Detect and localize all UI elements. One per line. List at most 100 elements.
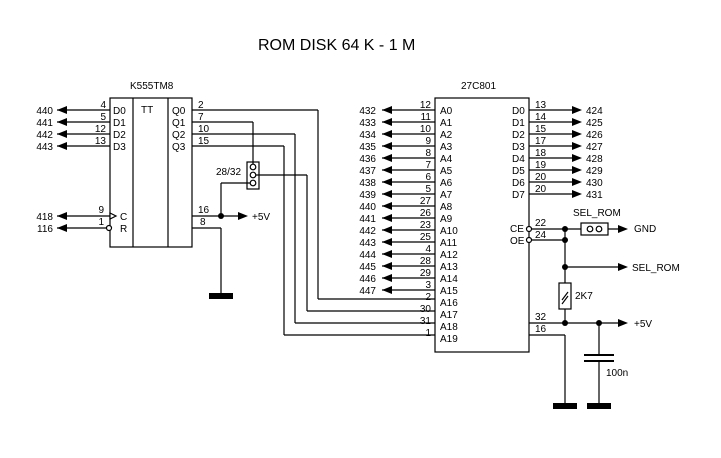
pin-number: 1: [425, 328, 431, 339]
pin-number: 20: [535, 172, 547, 183]
pin-number: 1: [98, 217, 104, 228]
vcc-label: +5V: [634, 319, 652, 330]
ic2-body: [434, 97, 530, 353]
jumper-28-32: 28/32: [216, 161, 260, 190]
arrow-icon: [382, 190, 392, 198]
net-label: 446: [359, 274, 376, 285]
pin-number: 6: [425, 172, 431, 183]
net-label: 443: [359, 238, 376, 249]
net-label: 440: [359, 202, 376, 213]
pin-label: Q2: [172, 130, 186, 141]
pin-label: A18: [440, 322, 458, 333]
pin-label: A0: [440, 106, 453, 117]
arrow-icon: [382, 286, 392, 294]
net-label: 440: [36, 106, 53, 117]
arrow-icon: [382, 250, 392, 258]
pin-number: 19: [535, 160, 547, 171]
resistor-label: 2K7: [575, 291, 593, 302]
arrow-icon: [618, 319, 628, 327]
net-label: 426: [586, 130, 603, 141]
arrow-icon: [572, 106, 582, 114]
pin-number: 5: [100, 112, 106, 123]
jumper-pin-3: [249, 179, 257, 187]
net-label: 437: [359, 166, 376, 177]
net-label: 432: [359, 106, 376, 117]
pin-number: 20: [535, 184, 547, 195]
pin-label: D4: [512, 154, 525, 165]
arrow-icon: [382, 238, 392, 246]
pin-number: 14: [535, 112, 547, 123]
jumper-pin-2: [249, 171, 257, 179]
arrow-icon: [57, 212, 67, 220]
pin-number: 16: [198, 205, 210, 216]
pin-number: 12: [95, 124, 107, 135]
arrow-icon: [572, 154, 582, 162]
pin-number: 11: [421, 112, 432, 123]
pin-number: 28: [420, 256, 432, 267]
pin-number: 16: [535, 324, 547, 335]
pin-number: 27: [420, 196, 432, 207]
sel-rom-switch: [580, 222, 609, 236]
arrow-icon: [57, 118, 67, 126]
pin-label: A8: [440, 202, 453, 213]
ce-label: CE: [510, 224, 524, 235]
pin-label: D0: [113, 106, 126, 117]
pin-number: 30: [420, 304, 432, 315]
ground-symbol: [209, 293, 233, 299]
pin-number: 8: [425, 148, 431, 159]
pin-label: D7: [512, 190, 525, 201]
arrow-icon: [572, 130, 582, 138]
pin-number: 8: [200, 217, 206, 228]
arrow-icon: [382, 130, 392, 138]
ic1-body: [109, 97, 193, 248]
arrow-icon: [382, 106, 392, 114]
pin-label: D3: [512, 142, 525, 153]
pin-number: 17: [535, 136, 547, 147]
pin-number: 2: [198, 100, 204, 111]
arrow-icon: [382, 118, 392, 126]
pin-label: D1: [113, 118, 126, 129]
pin-number: 31: [420, 316, 432, 327]
arrow-icon: [382, 178, 392, 186]
oe-label: OE: [510, 236, 525, 247]
ic2-27c801: 27C801 43212A043311A143410A24359A34368A4…: [359, 81, 603, 353]
net-label: 116: [37, 224, 53, 235]
arrow-icon: [382, 154, 392, 162]
pin-number: 2: [425, 292, 431, 303]
arrow-icon: [382, 262, 392, 270]
net-label: 444: [359, 250, 376, 261]
pin-number: 12: [420, 100, 432, 111]
net-label: 442: [36, 130, 53, 141]
pin-number: 4: [100, 100, 106, 111]
pin-label: A10: [440, 226, 458, 237]
pin-label: A2: [440, 130, 453, 141]
pin-number: 10: [420, 124, 432, 135]
pin-number: 29: [420, 268, 432, 279]
arrow-icon: [57, 142, 67, 150]
net-label: 433: [359, 118, 376, 129]
net-label: 431: [586, 190, 603, 201]
net-label: 441: [359, 214, 376, 225]
pin-number: 13: [535, 100, 547, 111]
pin-number: 10: [198, 124, 210, 135]
arrow-icon: [572, 178, 582, 186]
net-label: 430: [586, 178, 603, 189]
net-label: 439: [359, 190, 376, 201]
pin-label: A15: [440, 286, 458, 297]
net-label: 428: [586, 154, 603, 165]
arrow-icon: [572, 142, 582, 150]
arrow-icon: [382, 226, 392, 234]
ground-symbol: [587, 403, 611, 409]
arrow-icon: [618, 263, 628, 271]
pin-number: 18: [535, 148, 547, 159]
